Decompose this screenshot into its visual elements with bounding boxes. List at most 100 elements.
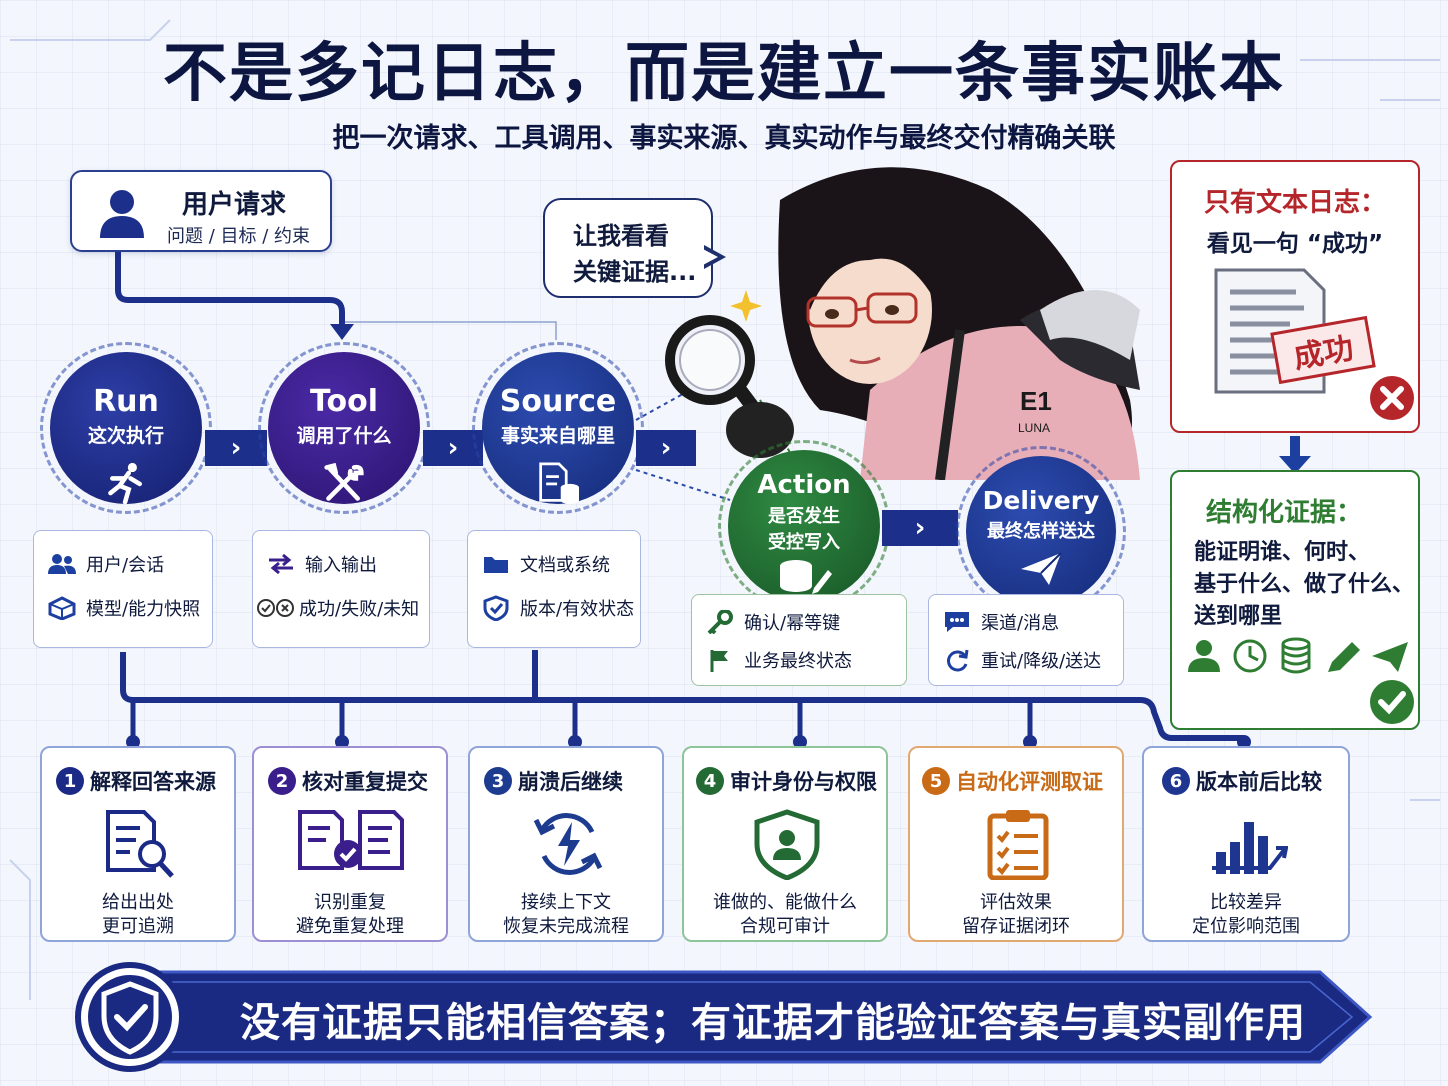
use-case-number: 3 bbox=[484, 767, 512, 795]
detail-row: 用户/会话 bbox=[48, 551, 164, 577]
stage-tool: Tool 调用了什么 bbox=[268, 352, 420, 504]
stage-action-desc-1: 是否发生 bbox=[768, 506, 840, 527]
shield-check-icon bbox=[483, 595, 509, 621]
use-case-title: 5 自动化评测取证 bbox=[922, 766, 1103, 796]
arrow-source-action: › bbox=[636, 430, 696, 466]
text-log-subtitle: 看见一句 “成功” bbox=[1206, 231, 1384, 257]
use-case-line-1: 识别重复 bbox=[314, 892, 386, 913]
detail-text: 文档或系统 bbox=[520, 555, 610, 576]
evidence-icons-row bbox=[1188, 637, 1408, 674]
use-case-line-2: 恢复未完成流程 bbox=[503, 916, 629, 937]
detail-row: 确认/幂等键 bbox=[706, 609, 840, 635]
use-case-title: 4 审计身份与权限 bbox=[696, 766, 877, 796]
use-case-line-1: 比较差异 bbox=[1210, 892, 1282, 913]
use-case-title-text: 自动化评测取证 bbox=[956, 770, 1103, 794]
detail-text: 用户/会话 bbox=[86, 555, 165, 576]
use-case-line-2: 合规可审计 bbox=[740, 916, 830, 937]
detail-text: 成功/失败/未知 bbox=[299, 599, 420, 620]
users-icon bbox=[48, 554, 76, 574]
send-icon bbox=[1372, 642, 1408, 672]
badge-code: E1 bbox=[1020, 386, 1052, 416]
database-edit-icon bbox=[780, 560, 832, 594]
running-person-icon bbox=[108, 462, 142, 504]
use-case-line-2: 避免重复处理 bbox=[296, 916, 404, 937]
documents-check-icon bbox=[298, 810, 404, 870]
use-case-line-2: 更可追溯 bbox=[102, 916, 174, 937]
use-case-line-1: 给出出处 bbox=[102, 892, 174, 913]
use-case-number: 1 bbox=[56, 767, 84, 795]
use-case-title-text: 解释回答来源 bbox=[90, 770, 216, 794]
detail-text: 重试/降级/送达 bbox=[981, 651, 1102, 672]
detail-text: 版本/有效状态 bbox=[520, 599, 635, 620]
detail-row: 模型/能力快照 bbox=[48, 595, 200, 621]
request-title: 用户请求 bbox=[182, 190, 287, 220]
bubble-line-2: 关键证据... bbox=[573, 258, 697, 286]
use-case-card-5: 5 自动化评测取证 评估效果 留存证据闭环 bbox=[908, 746, 1124, 942]
use-case-title-text: 崩溃后继续 bbox=[518, 770, 623, 794]
stage-source: Source 事实来自哪里 bbox=[482, 352, 634, 504]
user-request-card: 用户请求 问题 / 目标 / 约束 bbox=[70, 170, 332, 252]
use-case-card-4: 4 审计身份与权限 谁做的、能做什么 合规可审计 bbox=[682, 746, 888, 942]
detail-row: 输入输出 bbox=[267, 551, 377, 577]
use-case-line-2: 留存证据闭环 bbox=[962, 916, 1070, 937]
detail-row: 渠道/消息 bbox=[943, 609, 1059, 635]
use-case-number: 2 bbox=[268, 767, 296, 795]
stage-ring-source bbox=[472, 342, 644, 514]
page-title: 不是多记日志，而是建立一条事实账本 bbox=[163, 37, 1285, 111]
detail-row: 文档或系统 bbox=[482, 551, 610, 577]
folder-icon bbox=[484, 557, 508, 573]
detective-character-illustration: E1 LUNA bbox=[665, 167, 1140, 480]
use-case-title-text: 核对重复提交 bbox=[302, 770, 428, 794]
bubble-line-1: 让我看看 bbox=[573, 222, 669, 250]
evidence-title: 结构化证据： bbox=[1206, 498, 1363, 528]
use-case-title-text: 审计身份与权限 bbox=[730, 770, 877, 794]
stage-detail-source: 文档或系统 版本/有效状态 bbox=[467, 530, 641, 648]
flag-icon bbox=[710, 650, 728, 672]
exchange-arrows-icon bbox=[269, 553, 293, 575]
stage-ring-run bbox=[40, 342, 212, 514]
success-check-icon bbox=[1370, 680, 1414, 724]
badge-name: LUNA bbox=[1018, 421, 1050, 435]
stage-action-desc-2: 受控写入 bbox=[768, 532, 840, 553]
stage-action-name: Action bbox=[757, 470, 851, 500]
user-icon bbox=[100, 190, 144, 238]
stage-tool-name: Tool bbox=[310, 384, 378, 419]
text-log-title: 只有文本日志： bbox=[1203, 188, 1386, 218]
request-subtitle: 问题 / 目标 / 约束 bbox=[167, 226, 311, 247]
use-case-title: 6 版本前后比较 bbox=[1162, 766, 1322, 796]
stage-detail-tool: 输入输出 成功/失败/未知 bbox=[252, 530, 430, 648]
check-x-icon bbox=[257, 599, 294, 617]
use-case-card-1: 1 解释回答来源 给出出处 更可追溯 bbox=[40, 746, 236, 942]
use-case-title: 2 核对重复提交 bbox=[268, 766, 428, 796]
stage-ring-tool bbox=[258, 342, 430, 514]
detail-row: 重试/降级/送达 bbox=[943, 647, 1101, 673]
evidence-line-3: 送到哪里 bbox=[1194, 604, 1283, 629]
arrow-run-tool: › bbox=[205, 430, 267, 466]
detail-row: 业务最终状态 bbox=[706, 647, 852, 673]
clipboard-checklist-icon bbox=[987, 810, 1049, 880]
evidence-line-2: 基于什么、做了什么、 bbox=[1194, 572, 1415, 597]
use-case-title: 3 崩溃后继续 bbox=[484, 766, 623, 796]
use-case-card-3: 3 崩溃后继续 接续上下文 恢复未完成流程 bbox=[468, 746, 664, 942]
conclusion-banner bbox=[75, 962, 1373, 1072]
evidence-line-1: 能证明谁、何时、 bbox=[1194, 540, 1371, 565]
bar-chart-trend-icon bbox=[1212, 822, 1288, 874]
user-icon bbox=[1188, 640, 1220, 672]
tools-icon bbox=[324, 462, 364, 501]
use-case-card-6: 6 版本前后比较 比较差异 定位影响范围 bbox=[1142, 746, 1350, 942]
stage-detail-run: 用户/会话 模型/能力快照 bbox=[33, 530, 213, 648]
error-x-icon bbox=[1370, 376, 1414, 420]
stage-tool-desc: 调用了什么 bbox=[296, 425, 392, 447]
use-case-line-1: 谁做的、能做什么 bbox=[713, 892, 857, 913]
speech-bubble: 让我看看 关键证据... bbox=[543, 198, 713, 298]
detail-text: 输入输出 bbox=[305, 555, 377, 576]
use-case-number: 5 bbox=[922, 767, 950, 795]
recover-bolt-icon bbox=[533, 813, 603, 875]
stage-source-desc: 事实来自哪里 bbox=[500, 425, 615, 447]
document-database-icon bbox=[539, 462, 579, 504]
detail-text: 模型/能力快照 bbox=[86, 599, 201, 620]
conclusion-text: 没有证据只能相信答案；有证据才能验证答案与真实副作用 bbox=[240, 1000, 1306, 1046]
shield-user-icon bbox=[754, 809, 820, 880]
stage-action: Action 是否发生 受控写入 bbox=[728, 450, 880, 602]
